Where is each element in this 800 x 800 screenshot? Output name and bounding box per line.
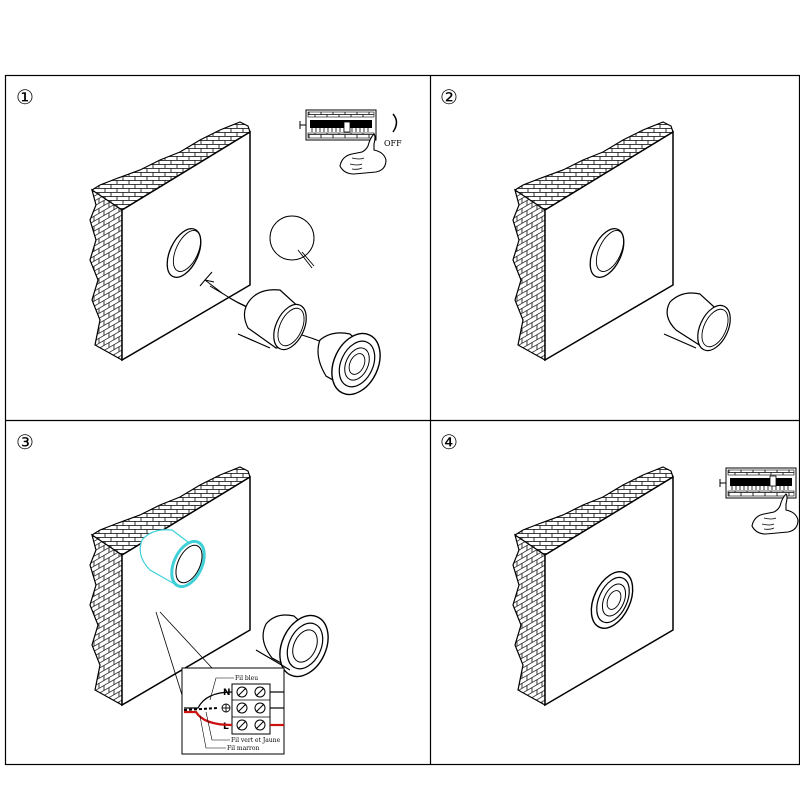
switch-arrow-icon	[392, 113, 398, 133]
wall-hole	[589, 228, 625, 278]
wire-brown-label: Fil marron	[227, 745, 260, 752]
hand-pointer-icon	[751, 493, 799, 535]
wire-blue-label: Fil bleu	[235, 675, 258, 682]
bulb-icon	[269, 215, 315, 269]
wire-green-yellow-label: Fil vert et Jaune	[231, 737, 281, 744]
terminal-n-label: N	[223, 688, 231, 698]
step-number-2: ②	[440, 85, 458, 109]
panel-3: N L Fil bleu Fil vert et Jaune Fil marro…	[89, 466, 329, 755]
brick-wall-icon	[512, 466, 674, 706]
circuit-breaker-panel-icon	[299, 109, 377, 141]
sleeve-icon	[663, 292, 731, 352]
brick-wall-icon	[512, 121, 674, 361]
wiring-inset: N L Fil bleu Fil vert et Jaune Fil marro…	[181, 667, 285, 755]
installed-spotlight-icon	[590, 571, 634, 629]
wall-hole	[166, 228, 202, 278]
brown-wire	[184, 710, 233, 727]
spotlight-icon	[317, 332, 381, 396]
brick-wall-icon	[89, 121, 251, 361]
spotlight-icon	[255, 614, 329, 678]
inserted-sleeve-icon	[139, 529, 206, 589]
step-number-4: ④	[440, 430, 458, 454]
panel-4	[512, 466, 799, 706]
terminal-block-icon	[231, 683, 271, 735]
circuit-breaker-panel-icon	[719, 467, 797, 499]
step-number-1: ①	[16, 85, 34, 109]
sleeve-icon	[237, 289, 307, 351]
panel-2	[512, 121, 731, 361]
earth-symbol-icon	[221, 703, 231, 713]
switch-state-label: OFF	[384, 139, 402, 148]
panel-1: OFF	[89, 109, 402, 396]
terminal-l-label: L	[223, 722, 229, 732]
step-number-3: ③	[16, 430, 34, 454]
